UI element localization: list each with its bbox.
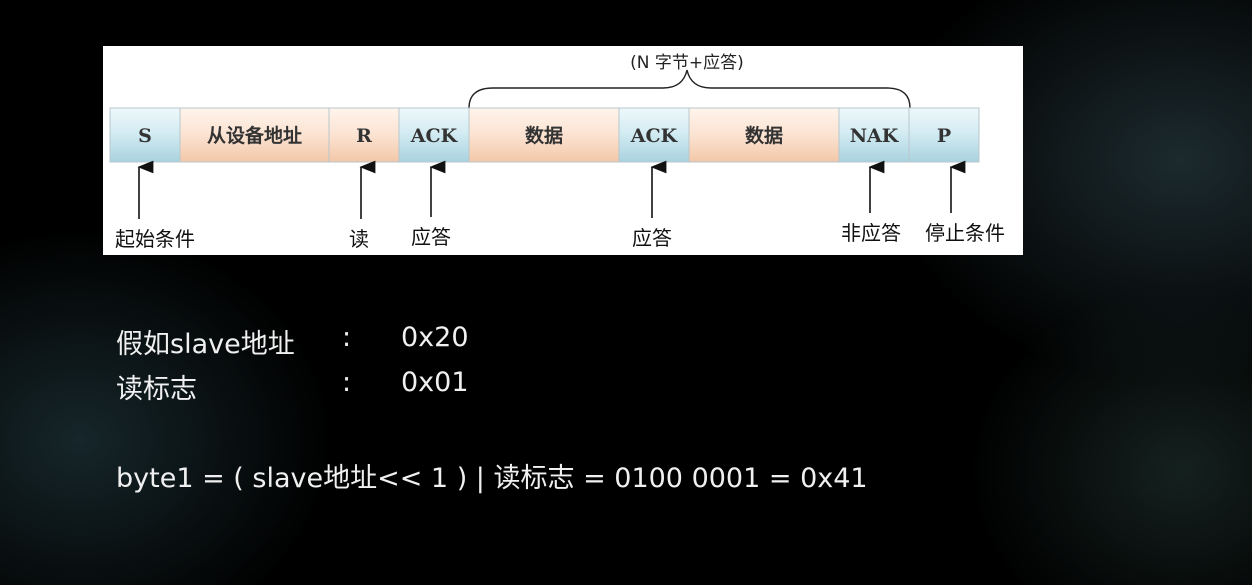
frame-cell-label: 从设备地址 [207, 124, 302, 147]
read-flag-value: 0x01 [401, 367, 469, 398]
frame-cell-5: ACK [618, 107, 690, 163]
annotation-1: 读 [349, 160, 376, 251]
read-flag-sep: : [342, 367, 352, 398]
byte1-formula: byte1 = ( slave地址<< 1 ) | 读标志 = 0100 000… [116, 463, 868, 494]
annotation-label: 应答 [411, 225, 451, 249]
annotation-label: 读 [349, 227, 369, 251]
slave-address-label: 假如slave地址 [116, 329, 295, 360]
frame-svg: (N 字节+应答) S 从设备地址 R ACK 数据 ACK 数据 NAK P 起始条件 读 应答 应… [109, 53, 1005, 251]
frame-cell-label: 数据 [745, 124, 783, 147]
frame-cell-label: 数据 [525, 124, 563, 147]
annotation-3: 应答 [632, 160, 672, 250]
annotation-label: 起始条件 [115, 227, 195, 251]
annotation-label: 非应答 [841, 221, 901, 245]
frame-cell-label: R [356, 125, 372, 147]
annotation-label: 应答 [632, 226, 672, 250]
frame-cell-label: S [138, 125, 152, 147]
annotation-2: 应答 [411, 160, 451, 249]
annotation-0: 起始条件 [115, 160, 195, 251]
annotation-5: 停止条件 [925, 160, 1005, 245]
frame-cell-label: ACK [410, 125, 459, 147]
brace [468, 69, 911, 109]
frame-cell-3: ACK [398, 107, 470, 163]
frame-cell-label: ACK [630, 125, 679, 147]
frame-cell-4: 数据 [468, 107, 620, 163]
annotation-4: 非应答 [841, 160, 901, 245]
annotation-label: 停止条件 [925, 221, 1005, 245]
slave-address-value: 0x20 [401, 322, 469, 353]
frame-cell-6: 数据 [688, 107, 840, 163]
frame-cell-label: NAK [850, 125, 900, 147]
read-flag-label: 读标志 [116, 374, 197, 405]
frame-cell-7: NAK [838, 107, 910, 163]
brace-label: (N 字节+应答) [630, 53, 744, 73]
frame-cell-0: S [109, 107, 181, 163]
frame-cell-2: R [328, 107, 400, 163]
frame-cell-label: P [937, 125, 951, 147]
i2c-frame-diagram: (N 字节+应答) S 从设备地址 R ACK 数据 ACK 数据 NAK P 起始条件 读 应答 应… [103, 46, 1023, 255]
frame-cell-8: P [908, 107, 980, 163]
frame-cell-1: 从设备地址 [179, 107, 330, 163]
slave-address-sep: : [342, 322, 352, 353]
